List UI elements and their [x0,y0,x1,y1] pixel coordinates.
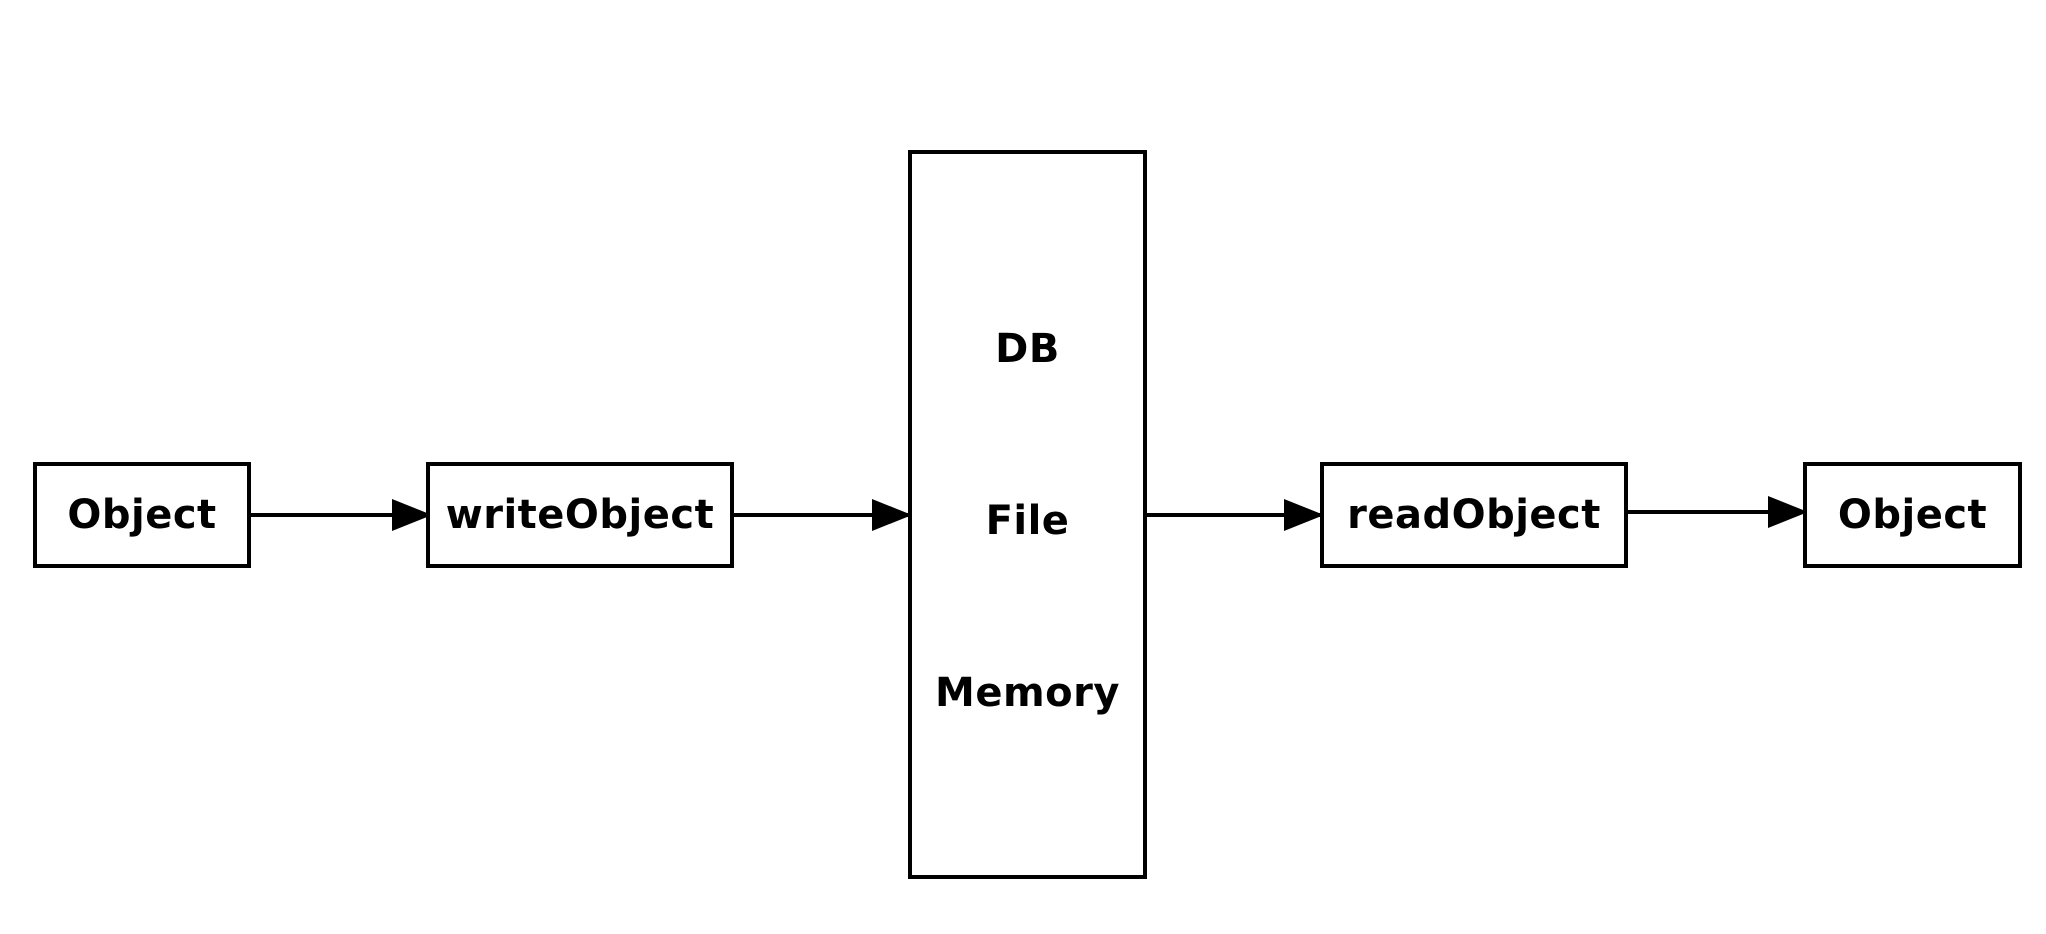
read-object-box: readObject [1320,462,1628,568]
storage-label-memory: Memory [935,670,1120,716]
read-object-label: readObject [1347,492,1601,538]
target-object-box: Object [1803,462,2022,568]
storage-label-file: File [985,498,1070,544]
storage-box: DB File Memory [908,150,1147,879]
write-object-label: writeObject [445,492,715,538]
target-object-label: Object [1837,492,1988,538]
write-object-box: writeObject [426,462,734,568]
source-object-box: Object [33,462,251,568]
source-object-label: Object [67,492,217,538]
storage-label-db: DB [995,326,1060,372]
